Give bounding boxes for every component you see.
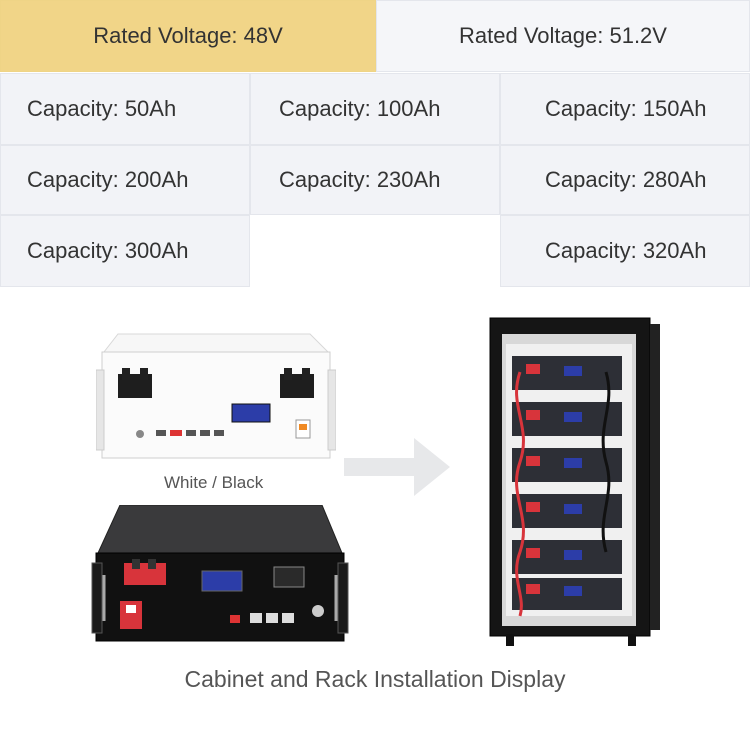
voltage-option-label: Rated Voltage: 51.2V [459,23,667,48]
capacity-option-100ah[interactable]: Capacity: 100Ah [250,73,500,145]
battery-cabinet-image [489,317,660,646]
capacity-option-230ah[interactable]: Capacity: 230Ah [250,145,500,215]
white-battery-module-image [96,333,336,459]
capacity-option-200ah[interactable]: Capacity: 200Ah [0,145,250,215]
voltage-option-48v[interactable]: Rated Voltage: 48V [0,0,376,72]
arrow-right-icon [344,438,450,496]
capacity-option-label: Capacity: 280Ah [545,167,707,192]
voltage-option-label: Rated Voltage: 48V [93,23,283,48]
voltage-option-51-2v[interactable]: Rated Voltage: 51.2V [376,0,750,72]
capacity-option-label: Capacity: 300Ah [27,238,189,263]
capacity-option-label: Capacity: 150Ah [545,96,707,121]
capacity-option-label: Capacity: 230Ah [279,167,441,192]
capacity-option-label: Capacity: 320Ah [545,238,707,263]
capacity-option-label: Capacity: 200Ah [27,167,189,192]
installation-caption: Cabinet and Rack Installation Display [184,666,566,692]
capacity-option-300ah[interactable]: Capacity: 300Ah [0,215,250,287]
capacity-option-150ah[interactable]: Capacity: 150Ah [500,73,750,145]
capacity-option-320ah[interactable]: Capacity: 320Ah [500,215,750,287]
black-battery-module-image [91,505,349,642]
capacity-option-50ah[interactable]: Capacity: 50Ah [0,73,250,145]
capacity-option-label: Capacity: 50Ah [27,96,177,121]
capacity-option-label: Capacity: 100Ah [279,96,441,121]
color-caption: White / Black [164,473,264,492]
capacity-option-280ah[interactable]: Capacity: 280Ah [500,145,750,215]
